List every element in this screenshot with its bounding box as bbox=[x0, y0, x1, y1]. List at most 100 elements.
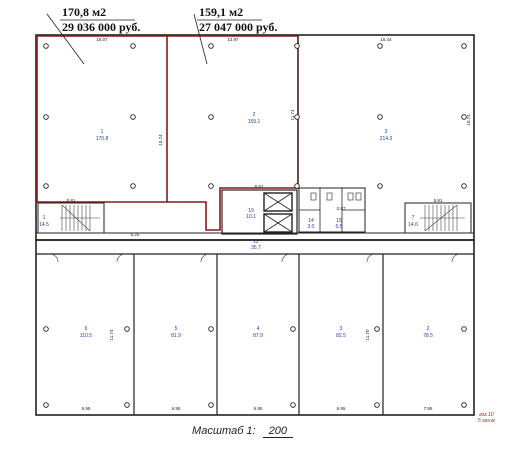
dimension-label: 6.95 bbox=[172, 406, 181, 411]
stamp: гоз.10 5 эоэ.м bbox=[478, 412, 495, 424]
room-area: 81.9 bbox=[171, 333, 181, 339]
column-marker bbox=[461, 43, 467, 49]
unit-area-label: 170,8 м2 bbox=[62, 5, 107, 19]
room-number: 1 bbox=[43, 215, 46, 221]
column-marker bbox=[377, 183, 383, 189]
structural-columns bbox=[43, 43, 467, 408]
column-marker bbox=[208, 43, 214, 49]
room-area: 3.0 bbox=[308, 224, 315, 230]
room-number: 6 bbox=[85, 326, 88, 332]
unit-area-label: 159,1 м2 bbox=[199, 5, 244, 19]
dimension-label: 13.97 bbox=[227, 37, 239, 42]
outer-wall-bottom bbox=[35, 239, 475, 416]
column-marker bbox=[374, 326, 380, 332]
room-area: 14.6 bbox=[408, 222, 418, 228]
door-swings bbox=[49, 253, 461, 263]
dimension-label: 2.87 bbox=[337, 206, 346, 211]
dimension-label: 6.95 bbox=[82, 406, 91, 411]
room-number: 19 bbox=[248, 208, 254, 214]
column-marker bbox=[294, 43, 300, 49]
dimension-label: 5.81 bbox=[67, 198, 76, 203]
column-marker bbox=[208, 402, 214, 408]
column-marker bbox=[124, 402, 130, 408]
wc-block bbox=[298, 187, 366, 233]
dimension-label: 11.74 bbox=[109, 329, 114, 340]
callout-leader-left bbox=[46, 13, 85, 65]
stamp-line: 5 эоэ.м bbox=[478, 417, 495, 424]
dimension-label: 10.74 bbox=[466, 114, 471, 126]
column-marker bbox=[130, 114, 136, 120]
room-number: 5 bbox=[175, 326, 178, 332]
room-number: 1 bbox=[101, 129, 104, 135]
room-number: 15 bbox=[336, 218, 342, 224]
column-marker bbox=[43, 114, 49, 120]
scale-value: 200 bbox=[262, 425, 294, 438]
unit-price-label: 27 047 000 руб. bbox=[199, 20, 278, 34]
room-area: 78.5 bbox=[423, 333, 433, 339]
unit-price-label: 29 036 000 руб. bbox=[62, 20, 141, 34]
column-marker bbox=[461, 326, 467, 332]
dimension-label: 5.81 bbox=[434, 198, 443, 203]
column-marker bbox=[294, 114, 300, 120]
column-marker bbox=[461, 402, 467, 408]
column-marker bbox=[461, 183, 467, 189]
room-area: 214.3 bbox=[380, 136, 393, 142]
room-area: 82.5 bbox=[336, 333, 346, 339]
dimension-label: 11.70 bbox=[365, 329, 370, 340]
column-marker bbox=[290, 326, 296, 332]
unit-left-outline bbox=[36, 35, 168, 203]
column-marker bbox=[377, 114, 383, 120]
column-marker bbox=[208, 114, 214, 120]
column-marker bbox=[461, 114, 467, 120]
dimension-label: 7.95 bbox=[424, 406, 433, 411]
column-marker bbox=[43, 183, 49, 189]
dimension-label: 6.81 bbox=[255, 184, 264, 189]
dimension-label: 11.74 bbox=[290, 109, 295, 120]
callout-leader-right bbox=[193, 13, 208, 65]
stair-right bbox=[404, 202, 472, 234]
dimension-label: 5.25 bbox=[131, 232, 140, 237]
column-marker bbox=[208, 183, 214, 189]
dimension-label: 10.74 bbox=[158, 134, 163, 146]
stamp-line: гоз.10 bbox=[479, 412, 494, 418]
column-marker bbox=[43, 402, 49, 408]
room-area: 87.9 bbox=[253, 333, 263, 339]
room-number: 12 bbox=[253, 239, 259, 245]
dimension-label: 16.44 bbox=[380, 37, 392, 42]
column-marker bbox=[43, 43, 49, 49]
room-number: 4 bbox=[257, 326, 260, 332]
unit-right-outline bbox=[167, 35, 299, 231]
room-number: 2 bbox=[427, 326, 430, 332]
room-area: 6.5 bbox=[336, 224, 343, 230]
column-marker bbox=[377, 43, 383, 49]
stair-left bbox=[37, 202, 105, 234]
column-marker bbox=[208, 326, 214, 332]
room-number: 2 bbox=[253, 112, 256, 118]
callout-left: 170,8 м2 29 036 000 руб. bbox=[62, 6, 140, 33]
room-area: 14.5 bbox=[39, 222, 49, 228]
room-area: 35.7 bbox=[251, 245, 261, 251]
room-area: 159.1 bbox=[248, 119, 261, 125]
scale-text: Масштаб 1: bbox=[192, 425, 256, 437]
room-number: 3 bbox=[340, 326, 343, 332]
callout-right: 159,1 м2 27 047 000 руб. bbox=[199, 6, 277, 33]
room-area: 170.8 bbox=[96, 136, 109, 142]
dimension-label: 6.95 bbox=[337, 406, 346, 411]
scale-label: Масштаб 1: 200 bbox=[192, 425, 294, 438]
column-marker bbox=[124, 326, 130, 332]
column-marker bbox=[130, 183, 136, 189]
room-area: 110.5 bbox=[80, 333, 92, 339]
column-marker bbox=[43, 326, 49, 332]
column-marker bbox=[374, 402, 380, 408]
dimension-label: 16.07 bbox=[96, 37, 108, 42]
elevator-core bbox=[221, 189, 298, 235]
room-number: 7 bbox=[412, 215, 415, 221]
column-marker bbox=[294, 183, 300, 189]
room-number: 14 bbox=[308, 218, 314, 224]
column-marker bbox=[130, 43, 136, 49]
dimension-label: 6.95 bbox=[254, 406, 263, 411]
room-number: 3 bbox=[385, 129, 388, 135]
room-area: 10.1 bbox=[246, 214, 256, 220]
column-marker bbox=[290, 402, 296, 408]
